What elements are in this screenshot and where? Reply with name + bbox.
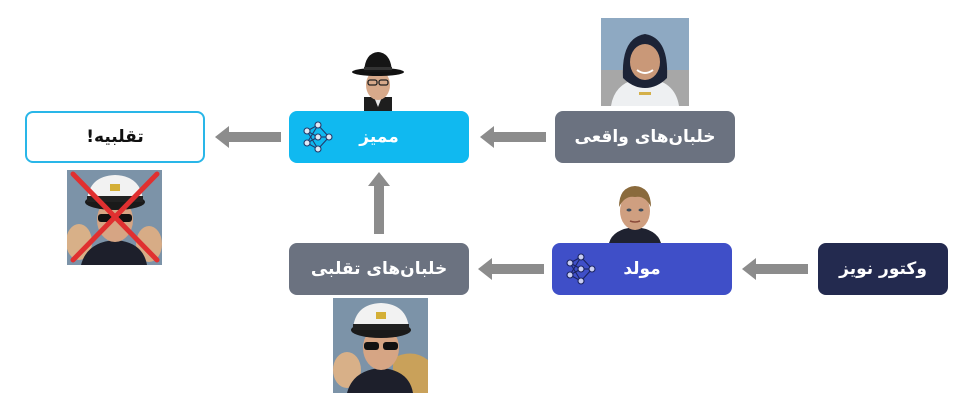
fake-result-box: تقلبیه! — [25, 111, 205, 163]
discriminator-label: ممیز — [359, 127, 399, 147]
real-pilots-label: خلبان‌های واقعی — [574, 127, 716, 147]
real-pilot-photo — [601, 18, 689, 106]
arrow-discriminator-to-result — [215, 126, 281, 148]
fake-pilots-box: خلبان‌های تقلبی — [289, 243, 469, 295]
reject-cross-icon — [70, 171, 160, 263]
noise-vector-box: وکتور نویز — [818, 243, 948, 295]
real-pilots-box: خلبان‌های واقعی — [555, 111, 735, 163]
arrow-noise-to-generator — [742, 258, 808, 280]
generator-label: مولد — [623, 259, 661, 279]
detective-photo — [350, 47, 406, 111]
arrow-generator-to-fake — [478, 258, 544, 280]
generator-box: مولد — [552, 243, 732, 295]
fake-pilot-photo — [333, 298, 428, 393]
arrow-real-to-discriminator — [480, 126, 546, 148]
fake-pilots-label: خلبان‌های تقلبی — [310, 259, 448, 279]
neural-network-icon — [303, 121, 333, 153]
neural-network-icon — [566, 253, 596, 285]
discriminator-box: ممیز — [289, 111, 469, 163]
noise-vector-label: وکتور نویز — [839, 259, 927, 279]
generator-photo — [605, 181, 665, 243]
fake-result-label: تقلبیه! — [86, 127, 144, 147]
arrow-fake-to-discriminator — [368, 172, 390, 234]
